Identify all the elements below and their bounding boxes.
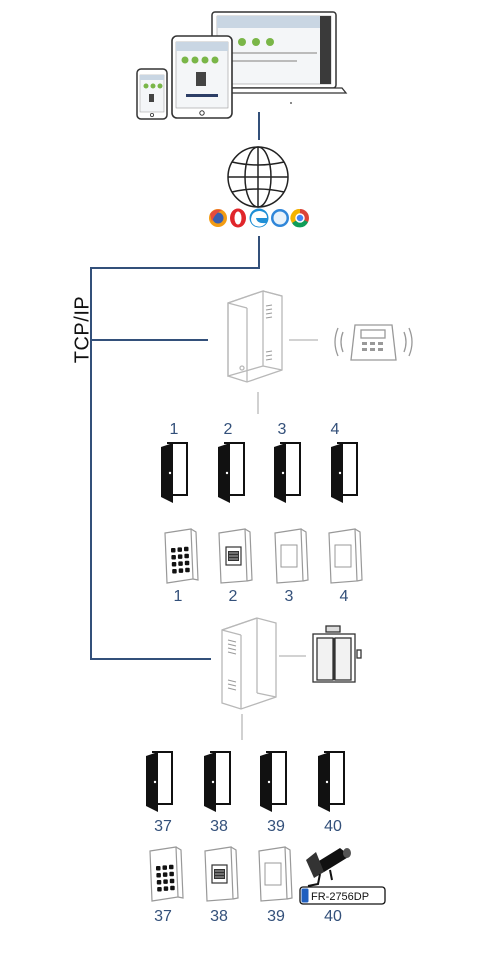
reader-number-label: 2 bbox=[228, 588, 238, 605]
card-reader-3 bbox=[274, 528, 309, 584]
keypad-key bbox=[177, 554, 183, 559]
laptop-icon bbox=[200, 11, 348, 104]
keypad-reader-37 bbox=[149, 846, 184, 902]
keypad-key bbox=[162, 865, 167, 870]
smartphone-icon bbox=[136, 68, 168, 120]
keypad-key bbox=[169, 864, 174, 870]
keypad-key bbox=[171, 548, 176, 553]
open-door-icon bbox=[204, 751, 231, 812]
keypad-key bbox=[185, 567, 190, 573]
door-controller-2 bbox=[221, 617, 277, 710]
keypad-key bbox=[184, 553, 189, 559]
doors-group-1 bbox=[161, 442, 358, 503]
doors-group-2 bbox=[146, 751, 345, 812]
elevator-icon bbox=[312, 625, 362, 683]
open-door-icon bbox=[161, 442, 188, 503]
chrome-icon bbox=[290, 208, 309, 228]
fingerprint-reader-38 bbox=[204, 846, 239, 902]
edge-icon bbox=[249, 208, 269, 228]
door-number-label: 38 bbox=[210, 818, 228, 835]
lpr-camera-icon bbox=[306, 848, 351, 887]
card-reader-39 bbox=[258, 846, 293, 902]
open-door-icon bbox=[146, 751, 173, 812]
keypad-key bbox=[184, 560, 190, 566]
license-plate: FR-2756DP bbox=[299, 886, 386, 905]
keypad-reader-1 bbox=[164, 528, 199, 584]
door-number-label: 1 bbox=[169, 421, 179, 438]
keypad-key bbox=[169, 878, 175, 884]
reader-number-label: 4 bbox=[339, 588, 349, 605]
keypad-key bbox=[169, 871, 174, 877]
open-door-icon bbox=[331, 442, 358, 503]
internet-globe-icon bbox=[227, 146, 289, 208]
open-door-icon bbox=[218, 442, 245, 503]
keypad-key bbox=[156, 880, 162, 885]
door-number-label: 2 bbox=[223, 421, 233, 438]
keypad-key bbox=[178, 568, 184, 573]
card-reader-4 bbox=[328, 528, 363, 584]
tcp-ip-label: TCP/IP bbox=[71, 295, 94, 364]
door-number-label: 39 bbox=[267, 818, 285, 835]
open-door-icon bbox=[274, 442, 301, 503]
reader-number-label: 39 bbox=[267, 908, 285, 925]
keypad-key bbox=[157, 887, 162, 892]
intercom-phone-icon bbox=[334, 324, 413, 361]
reader-number-label: 3 bbox=[284, 588, 294, 605]
keypad-key bbox=[171, 562, 177, 567]
keypad-key bbox=[162, 872, 168, 877]
keypad-key bbox=[156, 873, 161, 878]
tablet-icon bbox=[171, 35, 233, 119]
keypad-key bbox=[163, 886, 169, 891]
keypad-key bbox=[177, 547, 182, 552]
door-number-label: 3 bbox=[277, 421, 287, 438]
reader-number-label: 1 bbox=[173, 588, 183, 605]
safari-icon bbox=[271, 209, 289, 227]
door-number-label: 37 bbox=[154, 818, 172, 835]
reader-number-label: 40 bbox=[324, 908, 342, 925]
keypad-key bbox=[156, 866, 161, 871]
open-door-icon bbox=[318, 751, 345, 812]
door-number-label: 4 bbox=[330, 421, 340, 438]
opera-icon bbox=[230, 208, 246, 228]
keypad-key bbox=[170, 885, 175, 891]
keypad-key bbox=[163, 879, 168, 884]
open-door-icon bbox=[260, 751, 287, 812]
door-number-label: 40 bbox=[324, 818, 342, 835]
fingerprint-reader-2 bbox=[218, 528, 253, 584]
keypad-key bbox=[178, 561, 183, 566]
license-plate-text: FR-2756DP bbox=[311, 891, 369, 903]
door-controller-1 bbox=[227, 290, 283, 383]
reader-number-label: 37 bbox=[154, 908, 172, 925]
firefox-icon bbox=[209, 209, 227, 227]
keypad-key bbox=[171, 555, 176, 560]
keypad-key bbox=[172, 569, 177, 574]
reader-number-label: 38 bbox=[210, 908, 228, 925]
network-bus bbox=[90, 236, 260, 660]
keypad-key bbox=[184, 546, 189, 552]
